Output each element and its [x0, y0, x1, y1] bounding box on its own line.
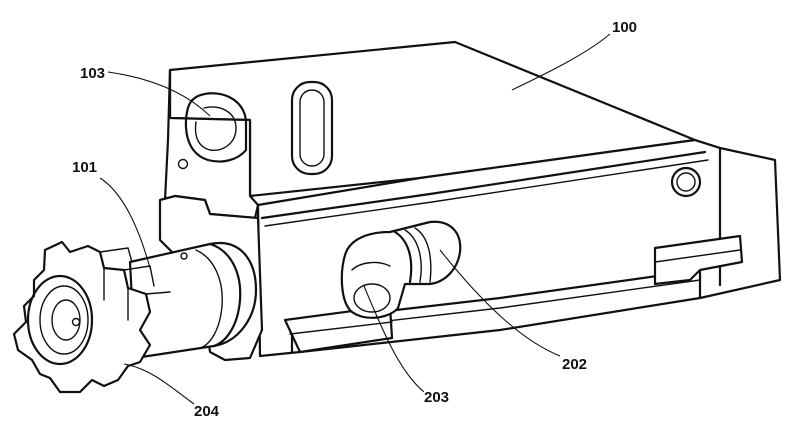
leader-101	[99, 177, 151, 269]
label-101: 101	[72, 159, 98, 176]
leader-202	[439, 249, 561, 357]
leader-100	[511, 33, 611, 91]
label-204: 204	[194, 403, 220, 420]
leader-203	[363, 285, 425, 393]
label-103: 103	[80, 65, 106, 82]
leader-204	[123, 363, 195, 405]
leader-103	[107, 71, 211, 117]
label-202: 202	[562, 356, 588, 373]
label-203: 203	[424, 389, 450, 406]
cam-pin-assembly	[340, 220, 462, 319]
label-100: 100	[612, 19, 638, 36]
bolt-101	[12, 240, 258, 394]
aperture-103	[184, 92, 248, 163]
leader-lines	[99, 33, 611, 405]
